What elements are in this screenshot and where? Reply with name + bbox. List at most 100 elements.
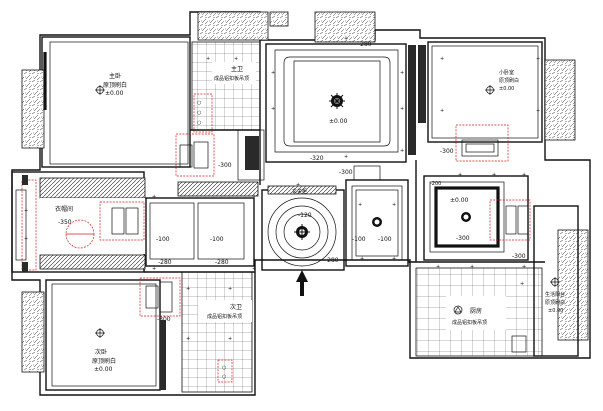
second-bath-name: 次卫	[230, 303, 242, 311]
room-cloakroom: 衣帽间 -350	[11, 171, 146, 273]
grid-markers: + + + + + + + + + + + + + + + + + + + + …	[24, 36, 540, 342]
second-bedroom-level: ±0.00	[94, 366, 113, 373]
svg-text:+: +	[522, 264, 526, 270]
corridor-bottom1-dim: -280	[158, 259, 172, 266]
svg-text:○: ○	[197, 110, 201, 116]
room-right-living: ±0.00 -200 -300 -300	[423, 175, 531, 261]
svg-text:+: +	[24, 208, 28, 214]
corridor-panels: -100 -100 -280 -280	[145, 181, 259, 267]
dining-drop2-dim: -100	[378, 236, 392, 243]
extractor-fan-icon	[453, 305, 463, 315]
entry-bottom-dim: -280	[325, 257, 339, 264]
svg-text:+: +	[296, 182, 300, 188]
corridor-drop1-dim: -100	[156, 236, 170, 243]
room-master-bath: 主卫 成品铝扣板吊顶	[191, 41, 265, 181]
svg-text:+: +	[360, 256, 364, 262]
second-bath-note: 成品铝扣板吊顶	[207, 313, 242, 320]
service-balcony-level: ±0.00	[548, 308, 563, 314]
svg-text:+: +	[186, 336, 190, 342]
cloakroom-name: 衣帽间	[55, 205, 73, 213]
svg-text:+: +	[228, 336, 232, 342]
entry-arrow-icon	[296, 270, 308, 296]
svg-text:+: +	[400, 148, 404, 154]
svg-text:+: +	[234, 56, 238, 62]
svg-text:+: +	[152, 266, 156, 272]
room-dining: -100 -100	[345, 165, 409, 267]
second-bed-drop-dim: -300	[157, 316, 171, 323]
corridor-bottom2-dim: -280	[215, 259, 229, 266]
kitchen-note: 成品铝扣板吊顶	[452, 319, 487, 326]
second-bedroom-note: 原顶刷白	[92, 357, 116, 365]
ceiling-light-icon	[550, 277, 560, 287]
svg-text:+: +	[440, 56, 444, 62]
small-bedroom-name: 小卧室	[499, 69, 514, 76]
svg-text:+: +	[271, 106, 275, 112]
svg-text:+: +	[252, 266, 256, 272]
svg-text:+: +	[344, 154, 348, 160]
svg-text:+: +	[536, 108, 540, 114]
svg-text:+: +	[440, 108, 444, 114]
ceiling-light-icon	[461, 212, 471, 222]
small-bedroom-note: 原顶刷白	[499, 77, 519, 84]
svg-text:+: +	[400, 106, 404, 112]
ceiling-light-icon	[294, 224, 310, 240]
ceiling-light-icon	[95, 328, 105, 338]
master-bath-name: 主卫	[231, 65, 243, 73]
svg-text:+: +	[392, 202, 396, 208]
svg-text:+: +	[392, 256, 396, 262]
entry-drop-dim: -120	[298, 212, 312, 219]
living-drop2-dim: -300	[339, 169, 353, 176]
master-bedroom-note: 原顶刷白	[103, 81, 127, 89]
room-second-bedroom: 次卧 原顶刷白 ±0.00 -300	[45, 277, 181, 391]
svg-text:+: +	[152, 194, 156, 200]
svg-text:+: +	[536, 56, 540, 62]
svg-text:+: +	[458, 172, 462, 178]
master-bedroom-level: ±0.00	[105, 90, 124, 97]
room-small-bedroom: 小卧室 原顶刷白 ±0.00 -300	[418, 41, 543, 162]
svg-text:+: +	[522, 172, 526, 178]
ceiling-light-icon	[485, 85, 495, 95]
svg-text:+: +	[228, 286, 232, 292]
svg-text:+: +	[186, 286, 190, 292]
room-second-bath: 次卫 成品铝扣板吊顶 ○ ○	[181, 271, 253, 393]
kitchen-name: 厨房	[470, 307, 482, 315]
svg-text:+: +	[436, 264, 440, 270]
svg-text:+: +	[252, 194, 256, 200]
ceiling-light-icon	[329, 93, 345, 109]
room-entry-hall: 玄关柜 -120 -280	[261, 185, 345, 296]
cloak-drop-dim: -350	[58, 219, 72, 226]
room-service-balcony: 生活阳台 原顶刷白 ±0.00	[533, 205, 579, 357]
svg-text:+: +	[470, 264, 474, 270]
entry-hall-name: 玄关柜	[292, 188, 307, 195]
small-bed-drop-dim: -300	[440, 148, 454, 155]
svg-text:+: +	[492, 172, 496, 178]
svg-text:+: +	[520, 281, 524, 287]
master-drop-dim: -300	[218, 162, 232, 169]
master-bath-note: 成品铝扣板吊顶	[214, 75, 249, 82]
ceiling-light-icon	[372, 217, 382, 227]
service-balcony-name: 生活阳台	[545, 291, 565, 298]
service-balcony-note: 原顶刷白	[545, 299, 565, 306]
svg-text:+: +	[271, 70, 275, 76]
svg-text:+: +	[358, 202, 362, 208]
svg-text:+: +	[400, 70, 404, 76]
room-kitchen: 厨房 成品铝扣板吊顶	[415, 267, 543, 357]
small-bedroom-level: ±0.00	[499, 86, 514, 92]
room-master-bedroom: 主卧 原顶刷白 ±0.00	[43, 41, 189, 165]
svg-text:○: ○	[222, 374, 226, 380]
interior-walls	[144, 40, 545, 273]
master-switch-area: -300 ○ ○ ○	[175, 93, 232, 177]
master-bedroom-name: 主卧	[109, 72, 121, 80]
living-level: ±0.00	[329, 118, 348, 125]
right-drop-dim: -300	[456, 235, 470, 242]
svg-text:+: +	[24, 236, 28, 242]
kitchen-top-drop-dim: -300	[512, 253, 526, 260]
dining-drop1-dim: -100	[352, 236, 366, 243]
corridor-drop2-dim: -100	[210, 236, 224, 243]
balconies	[21, 11, 589, 373]
ceiling-light-icon	[95, 85, 105, 95]
svg-text:○: ○	[197, 120, 201, 126]
svg-text:○: ○	[197, 100, 201, 106]
svg-text:+: +	[206, 56, 210, 62]
